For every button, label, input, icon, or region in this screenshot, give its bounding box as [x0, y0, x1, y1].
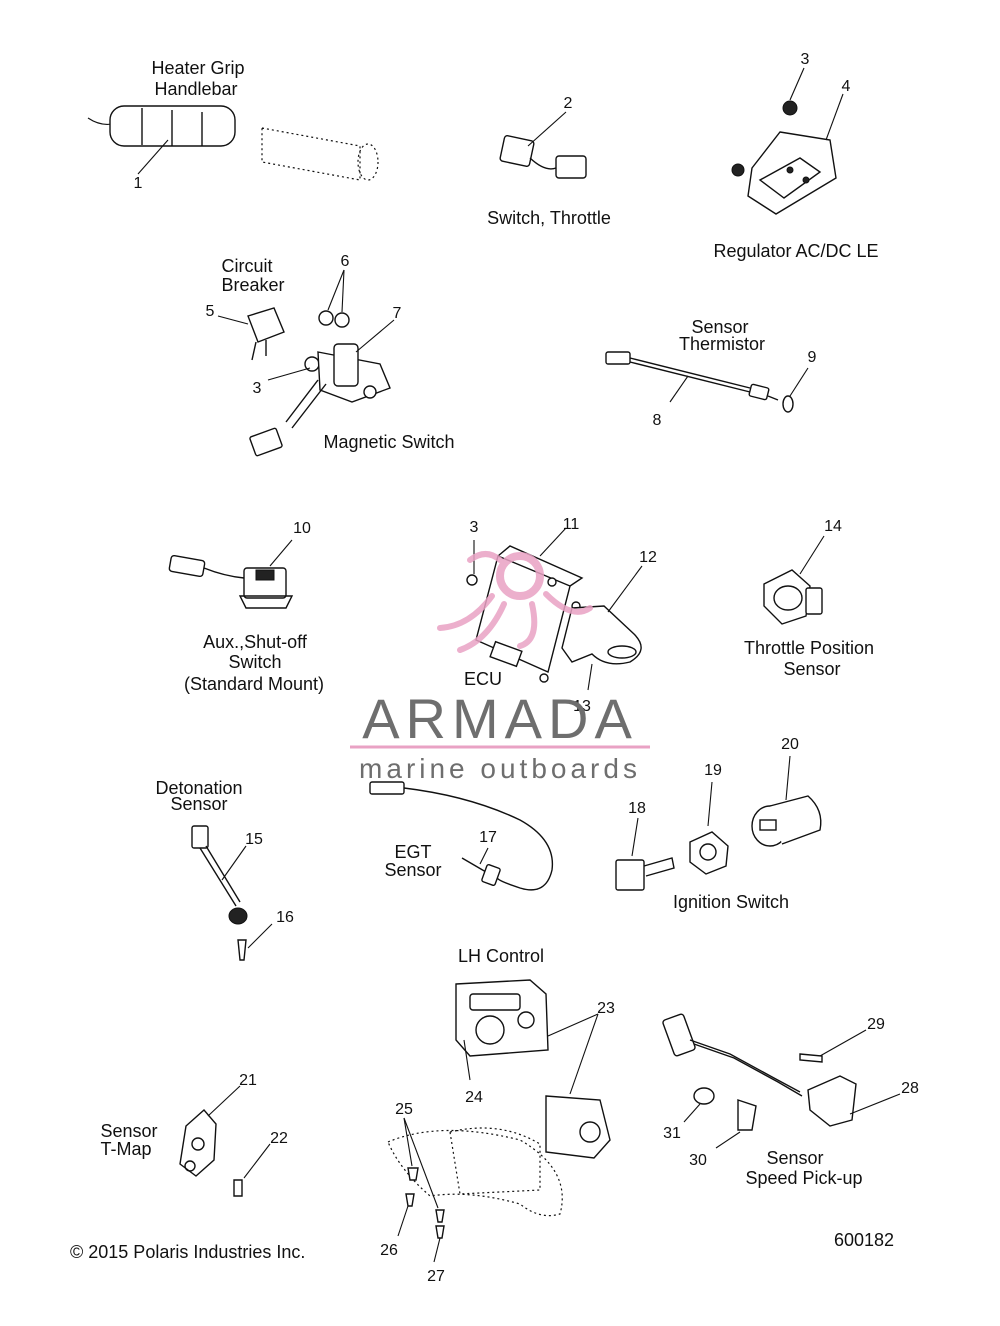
callout-6: 6: [341, 253, 350, 270]
egt-label-line2: Sensor: [384, 860, 441, 880]
callout-3-regulator: 3: [801, 51, 810, 68]
throttle-switch-part: [499, 111, 587, 179]
callout-27: 27: [427, 1268, 445, 1285]
detonation-sensor-part: [191, 825, 273, 961]
callout-23: 23: [597, 1000, 615, 1017]
throttle-switch-label: Switch, Throttle: [487, 208, 611, 228]
egt-label-line1: EGT: [394, 842, 431, 862]
callout-30: 30: [689, 1152, 707, 1169]
heater-grip-part: [87, 105, 379, 181]
ecu-part: [466, 527, 643, 691]
callout-7: 7: [393, 305, 402, 322]
callout-3-ecu: 3: [470, 519, 479, 536]
callout-18: 18: [628, 800, 646, 817]
magnetic-switch-part: [217, 269, 395, 457]
tps-label-line2: Sensor: [783, 659, 840, 679]
callout-20: 20: [781, 736, 799, 753]
watermark-brand: ARMADA: [362, 687, 638, 750]
octopus-logo-icon: [437, 551, 593, 653]
callout-1: 1: [134, 175, 143, 192]
aux-switch-part: [168, 539, 294, 609]
tps-label-line1: Throttle Position: [744, 638, 874, 658]
lh-control-label: LH Control: [458, 946, 544, 966]
speed-sensor-label-line2: Speed Pick-up: [745, 1168, 862, 1188]
ignition-switch-part: [615, 755, 822, 891]
callout-22: 22: [270, 1130, 288, 1147]
detonation-label-line2: Sensor: [170, 794, 227, 814]
magnetic-switch-label: Magnetic Switch: [323, 432, 454, 452]
watermark-tagline: marine outboards: [359, 753, 641, 784]
callout-17: 17: [479, 829, 497, 846]
heater-grip-label-line1: Heater Grip: [151, 58, 244, 78]
thermistor-label-line2: Thermistor: [679, 334, 765, 354]
thermistor-part: [605, 351, 809, 413]
callout-2: 2: [564, 95, 573, 112]
tmap-sensor-part: [179, 1085, 271, 1197]
copyright-text: © 2015 Polaris Industries Inc.: [70, 1242, 305, 1262]
callout-12: 12: [639, 549, 657, 566]
callout-25: 25: [395, 1101, 413, 1118]
callout-21: 21: [239, 1072, 257, 1089]
ecu-label: ECU: [464, 669, 502, 689]
callout-29: 29: [867, 1016, 885, 1033]
egt-sensor-part: [369, 781, 554, 891]
lh-control-part: [387, 979, 611, 1263]
aux-switch-label-line2: Switch: [228, 652, 281, 672]
callout-28: 28: [901, 1080, 919, 1097]
speed-sensor-part: [662, 1013, 901, 1149]
throttle-position-sensor-part: [763, 535, 825, 625]
callout-11: 11: [563, 516, 580, 533]
callout-14: 14: [824, 518, 842, 535]
circuit-breaker-label-line2: Breaker: [221, 275, 284, 295]
callout-5: 5: [206, 303, 215, 320]
callout-31: 31: [663, 1125, 681, 1142]
callout-8: 8: [653, 412, 662, 429]
callout-13: 13: [573, 698, 591, 715]
callout-26: 26: [380, 1242, 398, 1259]
callout-4: 4: [842, 78, 851, 95]
speed-sensor-label-line1: Sensor: [766, 1148, 823, 1168]
detonation-label-line1: Detonation: [155, 778, 242, 798]
diagram-number: 600182: [834, 1230, 894, 1250]
heater-grip-label-line2: Handlebar: [154, 79, 237, 99]
circuit-breaker-label-line1: Circuit: [221, 256, 272, 276]
tmap-label-line2: T-Map: [100, 1139, 151, 1159]
callout-24: 24: [465, 1089, 483, 1106]
callout-15: 15: [245, 831, 263, 848]
callout-9: 9: [808, 349, 817, 366]
armada-watermark: ARMADA marine outboards: [350, 551, 650, 784]
aux-switch-label-line1: Aux.,Shut-off: [203, 632, 308, 652]
regulator-label: Regulator AC/DC LE: [713, 241, 878, 261]
aux-switch-label-line3: (Standard Mount): [184, 674, 324, 694]
callout-3-magnetic: 3: [253, 380, 262, 397]
ignition-switch-label: Ignition Switch: [673, 892, 789, 912]
callout-19: 19: [704, 762, 722, 779]
callout-10: 10: [293, 520, 311, 537]
thermistor-label-line1: Sensor: [691, 317, 748, 337]
tmap-label-line1: Sensor: [100, 1121, 157, 1141]
callout-16: 16: [276, 909, 294, 926]
regulator-part: [731, 67, 844, 215]
